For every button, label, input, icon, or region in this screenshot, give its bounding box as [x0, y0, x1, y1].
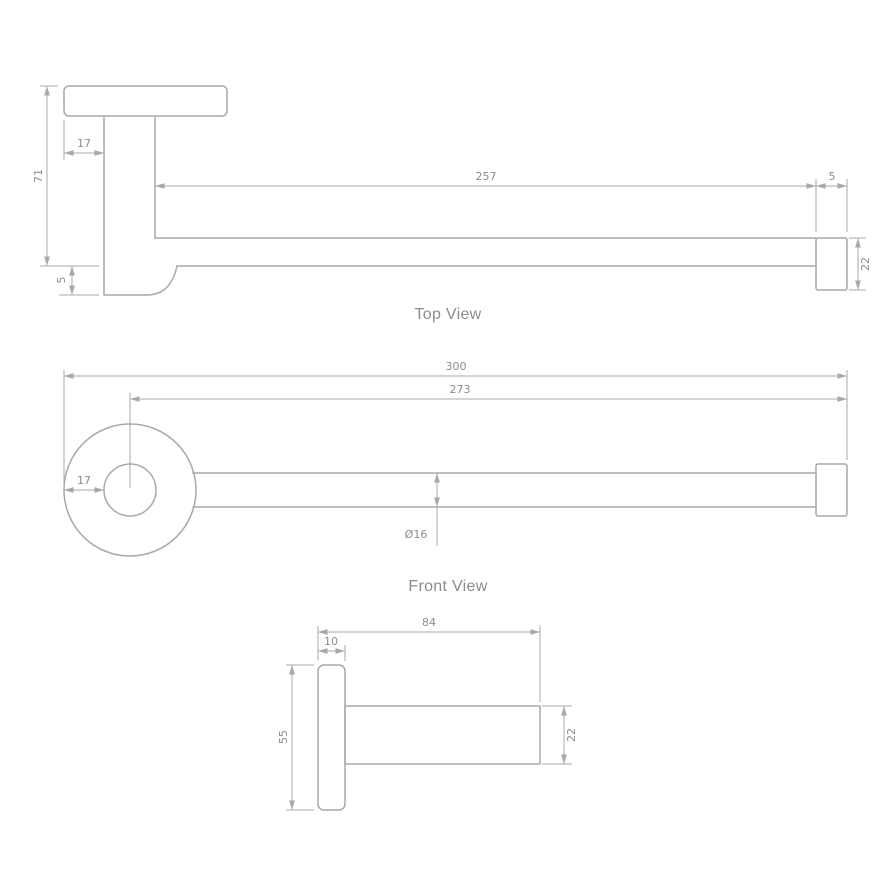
front-dim-overall-length: 300: [63, 360, 848, 482]
front-dim-overall-length-value: 300: [446, 360, 467, 373]
top-dim-depth-value: 71: [32, 169, 45, 183]
front-end-cap-outline: [815, 463, 848, 517]
side-dim-plate-thickness-value: 10: [324, 635, 338, 648]
top-dim-cap-depth: 5: [816, 170, 848, 232]
side-view: 84 10 55 22: [277, 616, 578, 811]
side-dim-projection: 84: [317, 616, 541, 702]
front-dim-centre-length-value: 273: [450, 383, 471, 396]
side-dim-plate-height: 55: [277, 664, 314, 811]
front-dim-offset-value: 17: [77, 474, 91, 487]
top-dim-offset-value: 17: [77, 137, 91, 150]
top-dim-cap-width: 22: [849, 237, 872, 291]
mount-post-top-outline: [103, 115, 178, 296]
front-dim-offset: 17: [64, 474, 104, 493]
front-view: 300 273 17 Ø16 Front View: [63, 360, 848, 595]
top-dim-cap-width-value: 22: [859, 257, 872, 271]
top-view: 17 71 5 257 5: [32, 85, 872, 323]
bar-side-outline: [344, 705, 541, 765]
side-dim-plate-height-value: 55: [277, 730, 290, 744]
top-dim-offset: 17: [63, 120, 104, 160]
top-dim-depth: 71: [32, 85, 99, 267]
top-dim-rail-length: 257: [155, 170, 817, 232]
end-cap-top-outline: [815, 237, 848, 291]
front-dim-rail-diameter: Ø16: [405, 473, 440, 546]
side-dim-plate-thickness: 10: [318, 635, 346, 661]
top-dim-post-overhang: 5: [55, 266, 99, 296]
wall-plate-side-outline: [317, 664, 346, 811]
top-dim-post-overhang-value: 5: [55, 277, 68, 284]
side-dim-bar-height-value: 22: [565, 728, 578, 742]
front-dim-centre-length: 273: [129, 383, 847, 488]
side-dim-projection-value: 84: [422, 616, 436, 629]
top-view-label: Top View: [414, 306, 481, 323]
wall-plate-top-outline: [63, 85, 228, 117]
front-dim-rail-diameter-value: Ø16: [405, 528, 428, 541]
top-dim-cap-depth-value: 5: [829, 170, 836, 183]
side-dim-bar-height: 22: [542, 705, 578, 765]
top-dim-rail-length-value: 257: [476, 170, 497, 183]
front-view-label: Front View: [408, 578, 487, 595]
